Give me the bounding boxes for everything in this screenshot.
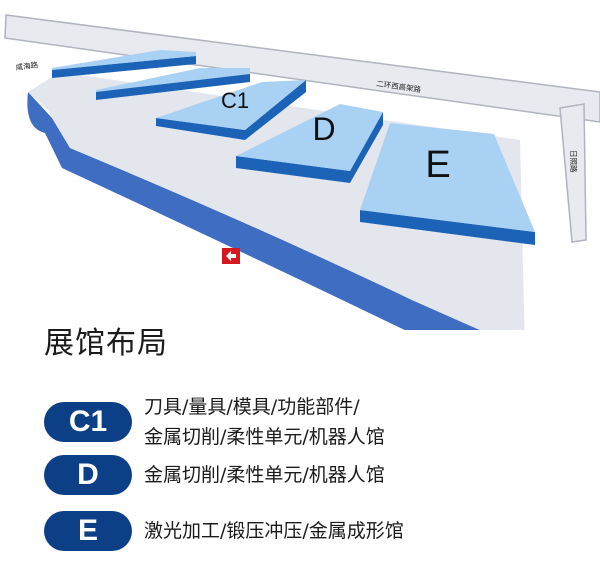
legend-line: 金属切削/柔性单元/机器人馆 [144,464,385,486]
hall-d [236,104,383,171]
legend-text-c1: 刀具/量具/模具/功能部件/ 金属切削/柔性单元/机器人馆 [144,392,385,452]
hall-label-d: D [312,111,335,147]
exhibition-hall-map: C1 D E 咸海路 二环西高架路 日照路 [4,14,600,330]
hall-c1 [156,80,306,130]
legend-item-d: D 金属切削/柔性单元/机器人馆 [44,455,385,495]
legend-line: 激光加工/锻压冲压/金属成形馆 [144,520,404,542]
hall-strip-2 [96,68,250,92]
road-label-east: 日照路 [569,150,579,173]
legend-line: 刀具/量具/模具/功能部件/ [144,396,360,418]
hall-label-c1: C1 [221,88,249,113]
badge-c1: C1 [44,402,132,442]
road-west [4,14,600,123]
legend-text-e: 激光加工/锻压冲压/金属成形馆 [144,516,404,546]
hall-e [360,123,535,232]
entrance-arrow-icon [222,248,240,264]
legend-line: 金属切削/柔性单元/机器人馆 [144,426,385,448]
badge-e: E [44,511,132,551]
legend-item-e: E 激光加工/锻压冲压/金属成形馆 [44,511,404,551]
road-east [559,103,587,243]
legend-item-c1: C1 刀具/量具/模具/功能部件/ 金属切削/柔性单元/机器人馆 [44,392,385,452]
hall-label-e: E [425,144,450,186]
legend-text-d: 金属切削/柔性单元/机器人馆 [144,460,385,490]
badge-d: D [44,455,132,495]
legend-title: 展馆布局 [44,326,168,361]
road-label-west: 咸海路 [15,59,39,72]
